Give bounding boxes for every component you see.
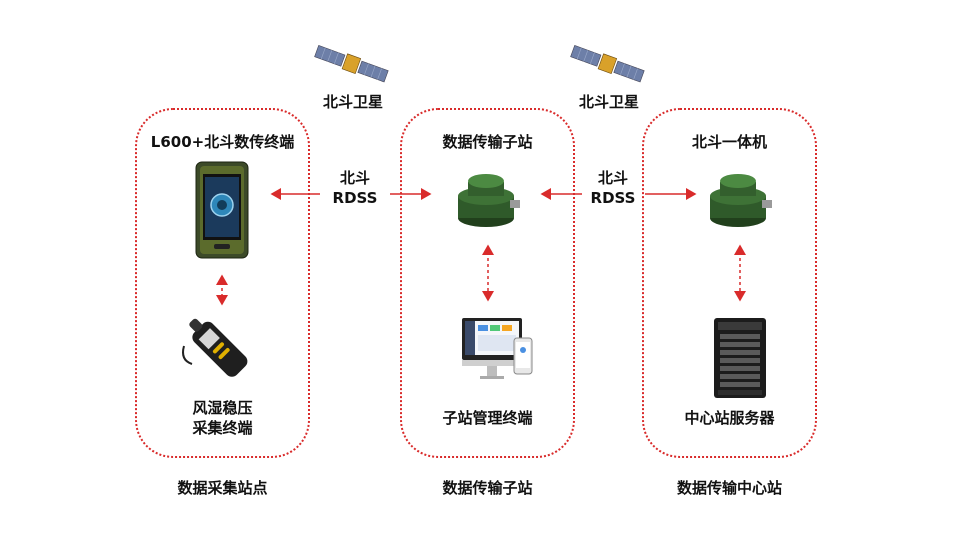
link-label-left: 北斗 RDSS — [320, 168, 390, 209]
station-caption-center: 数据传输中心站 — [676, 479, 782, 497]
station-title-collection: L600+北斗数传终端 — [150, 133, 295, 151]
device-label-collector-text: 风湿稳压 采集终端 — [192, 399, 253, 438]
station-box-center — [642, 108, 817, 458]
station-caption-substation: 数据传输子站 — [442, 479, 533, 497]
server-icon — [714, 318, 766, 398]
link-label-left-line2: RDSS — [332, 189, 378, 208]
device-label-server: 中心站服务器 — [684, 409, 775, 427]
link-label-right-line2: RDSS — [590, 189, 636, 208]
sensor-collector-icon — [182, 318, 248, 377]
beidou-terminal-icon — [710, 174, 772, 227]
satellite-label-right: 北斗卫星 — [578, 93, 639, 111]
device-label-collector: 风湿稳压 采集终端 — [135, 398, 310, 439]
beidou-terminal-icon — [458, 174, 520, 227]
handheld-terminal-icon — [195, 161, 249, 259]
satellite-icon — [314, 45, 389, 83]
station-title-center: 北斗一体机 — [691, 133, 767, 151]
station-box-collection — [135, 108, 310, 458]
station-caption-collection: 数据采集站点 — [177, 479, 268, 497]
device-label-management: 子站管理终端 — [442, 409, 533, 427]
management-terminal-icon — [462, 318, 533, 379]
station-box-substation — [400, 108, 575, 458]
station-title-substation: 数据传输子站 — [442, 133, 533, 151]
satellite-label-left: 北斗卫星 — [322, 93, 383, 111]
link-label-left-line1: 北斗 — [339, 169, 370, 187]
link-label-right-line1: 北斗 — [597, 169, 628, 187]
satellite-icon — [570, 45, 645, 83]
link-label-right: 北斗 RDSS — [578, 168, 648, 209]
